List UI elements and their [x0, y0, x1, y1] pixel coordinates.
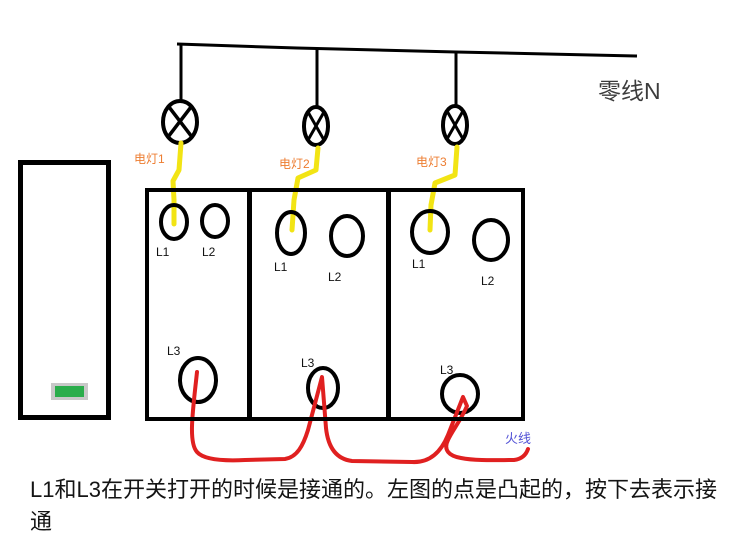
switch1-l3-label: L3	[167, 344, 181, 358]
live-wire-path	[189, 370, 530, 465]
neutral-wire-label: 零线N	[598, 78, 661, 104]
switch-box	[145, 188, 525, 421]
lamp1-symbol	[161, 99, 199, 145]
switch3-l2-label: L2	[481, 274, 495, 288]
lamp2-label: 电灯2	[279, 157, 310, 171]
switch1-l2-label: L2	[202, 245, 216, 259]
switch3-l1-label: L1	[412, 257, 426, 271]
lamp3-symbol	[441, 104, 469, 146]
lamp1-x-stroke	[166, 105, 193, 139]
caption-text: L1和L3在开关打开的时候是接通的。左图的点是凸起的，按下去表示接通	[30, 477, 717, 534]
switch2-l2-label: L2	[328, 270, 342, 284]
lamp2-wire	[289, 145, 321, 233]
switch-divider	[386, 188, 391, 421]
neutral-wire-line	[176, 42, 638, 58]
switch2-terminal-l2	[329, 214, 365, 258]
live-wire-label: 火线	[505, 431, 532, 446]
lamp1-label: 电灯1	[134, 152, 165, 166]
switch1-l1-label: L1	[156, 245, 170, 259]
switch3-l3-label: L3	[440, 363, 454, 377]
switch3-terminal-l3	[440, 373, 480, 415]
switch-divider	[247, 188, 252, 421]
lamp2-x-stroke	[306, 111, 326, 141]
lamp3-x-stroke	[445, 110, 465, 140]
switch2-l1-label: L1	[274, 260, 288, 274]
switch1-terminal-l2	[200, 203, 230, 239]
switch1-terminal-l1	[159, 203, 189, 241]
indicator-light	[55, 386, 84, 397]
switch1-terminal-l3	[178, 356, 218, 404]
switch3-terminal-l2	[472, 218, 510, 262]
indicator-panel	[18, 160, 111, 420]
lamp3-label: 电灯3	[416, 155, 447, 169]
lamp1-wire	[170, 140, 184, 227]
lamp2-symbol	[302, 105, 330, 147]
indicator-frame	[51, 383, 88, 400]
switch3-terminal-l1	[410, 209, 450, 255]
switch2-l3-label: L3	[301, 356, 315, 370]
switch2-terminal-l1	[275, 210, 307, 256]
lamp3-wire	[427, 144, 460, 233]
